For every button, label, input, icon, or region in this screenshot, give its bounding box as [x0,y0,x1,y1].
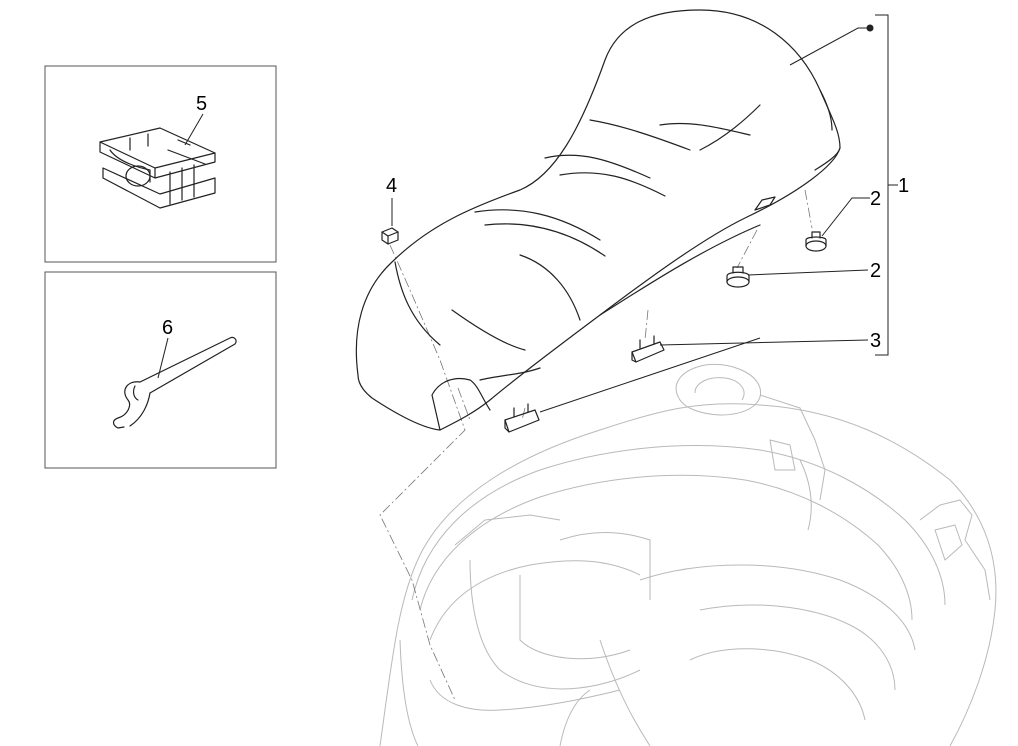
callout-4: 4 [386,175,397,197]
inset-box-part-5 [44,65,277,263]
scooter-body-ghost [379,363,997,746]
nut-part-4 [381,227,399,245]
callout-6: 6 [162,317,173,339]
leader-dot [866,24,874,32]
alignment-lines [379,189,813,701]
callout-labels: 1 2 2 3 4 5 6 [162,93,909,352]
buffer-part-2b [726,266,750,288]
callout-2-upper: 2 [870,188,881,210]
callout-2-lower: 2 [870,260,881,282]
bumper-part-3b [504,403,540,433]
callout-1: 1 [898,175,909,197]
bumper-part-3a [631,335,665,363]
seat-part [355,9,841,431]
callout-3: 3 [870,330,881,352]
buffer-part-2a [805,231,827,252]
leader-lines [391,14,898,413]
inset-box-part-6 [44,271,277,469]
callout-5: 5 [196,93,207,115]
